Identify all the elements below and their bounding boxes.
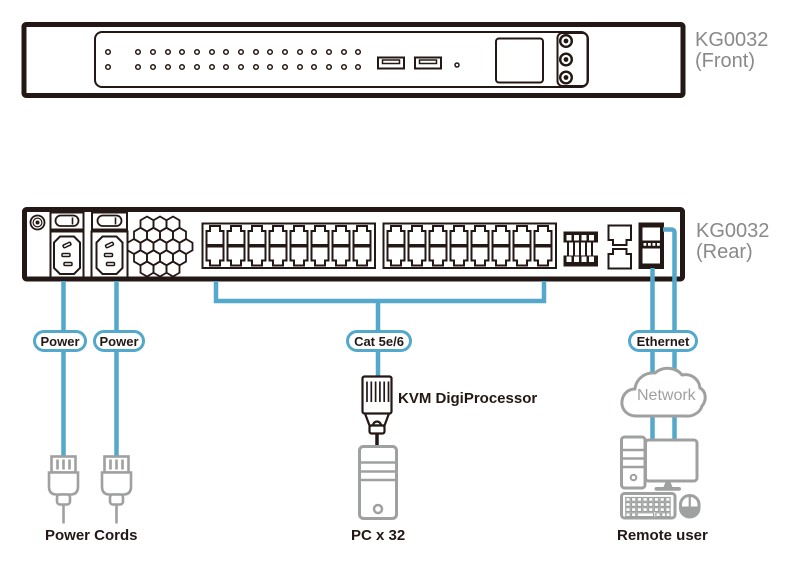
- power-cords-label: Power Cords: [45, 527, 138, 544]
- ethernet-label-pill: Ethernet: [628, 330, 698, 352]
- pc-tower-icon: [358, 445, 398, 520]
- power-switch-2: [91, 211, 128, 231]
- kvm-digiprocessor-label: KVM DigiProcessor: [398, 390, 538, 407]
- power-label-pill-1: Power: [33, 330, 87, 352]
- console-rj45-ports: [607, 224, 632, 270]
- rear-view-text: (Rear): [696, 241, 753, 263]
- remote-monitor-icon: [644, 438, 699, 491]
- rear-panel-title: KG0032 (Rear): [696, 221, 769, 263]
- power-switch-1: [49, 211, 85, 231]
- cable-lines: [61, 227, 677, 460]
- rear-model-text: KG0032: [696, 220, 770, 242]
- power-label-1-text: Power: [40, 333, 80, 349]
- power-socket-1: [49, 230, 85, 279]
- front-usb-port-1: [377, 56, 405, 70]
- ethernet-label-text: Ethernet: [636, 333, 690, 349]
- power-label-2-text: Power: [99, 333, 139, 349]
- ground-terminal-icon: [29, 214, 46, 231]
- power-label-pill-2: Power: [93, 330, 145, 352]
- front-pushbuttons: [556, 32, 589, 87]
- kg0032-front-panel: [21, 22, 686, 98]
- kvm-digiprocessor-connector: [361, 375, 393, 448]
- remote-tower-icon: [620, 435, 647, 490]
- front-usb-port-2: [414, 56, 442, 70]
- power-cord-1: [47, 455, 80, 525]
- cat5-cable-bracket: [213, 281, 547, 304]
- remote-user-label: Remote user: [617, 527, 708, 544]
- front-panel-title: KG0032 (Front): [695, 30, 768, 72]
- front-model-text: KG0032: [695, 29, 769, 51]
- front-reset-pinhole: [454, 62, 460, 68]
- kvm-port-bank-1: [201, 222, 376, 269]
- power-cord-2: [100, 455, 133, 525]
- front-view-text: (Front): [695, 50, 755, 72]
- cat5-label-pill: Cat 5e/6: [346, 330, 412, 352]
- ethernet-cable-2: [663, 227, 677, 441]
- front-display: [495, 37, 544, 84]
- remote-user-station: [620, 435, 701, 520]
- kvm-port-bank-2: [382, 222, 557, 269]
- remote-keyboard-icon: [620, 492, 677, 520]
- pc-label: PC x 32: [351, 527, 406, 544]
- remote-mouse-icon: [679, 494, 701, 519]
- cat5-label-text: Cat 5e/6: [354, 333, 404, 349]
- kg0032-rear-panel: [22, 207, 685, 282]
- network-cloud-label: Network: [637, 387, 696, 404]
- power-socket-2: [90, 230, 129, 279]
- dip-switch-block: [563, 231, 598, 267]
- network-cloud: [620, 366, 707, 418]
- lan-ports-block: [638, 222, 664, 269]
